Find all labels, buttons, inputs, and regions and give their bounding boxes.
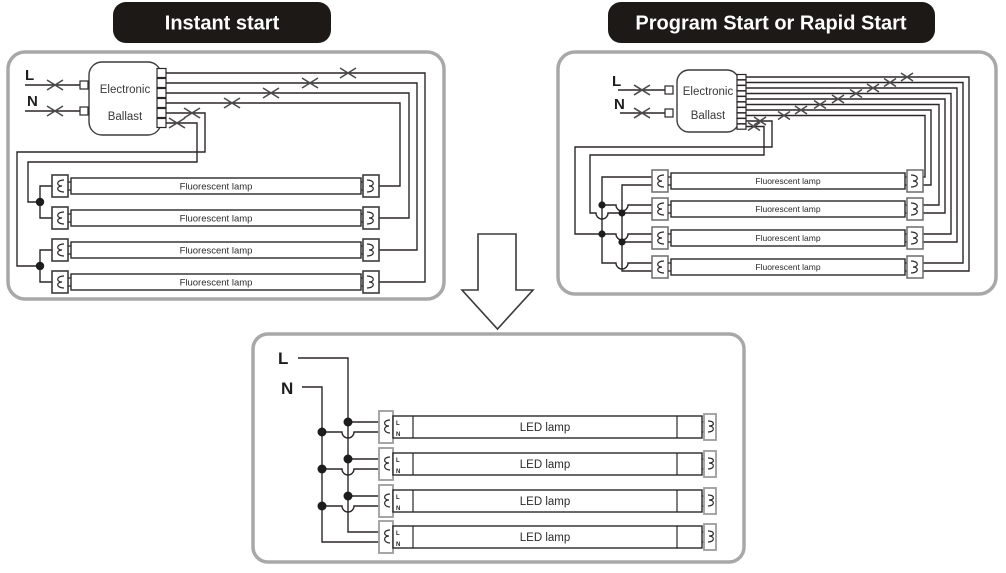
- open-circuit-x-marks: [633, 72, 914, 132]
- led-lamp-2: L N LED lamp: [378, 447, 717, 481]
- lamp-label: LED lamp: [520, 422, 571, 434]
- instant-title-pill: [113, 2, 331, 43]
- ballast-output-wires: [574, 76, 970, 272]
- junction-dots: [317, 417, 353, 511]
- down-arrow: [460, 233, 535, 331]
- program-title-pill: [608, 2, 935, 43]
- junction-dots: [598, 201, 626, 246]
- fluorescent-lamp-2: Fluorescent lamp: [51, 206, 380, 230]
- fluorescent-lamp-5: Fluorescent lamp: [651, 169, 924, 193]
- ballast-label-line2: Ballast: [691, 110, 726, 122]
- pin-n-label: N: [396, 542, 400, 548]
- fluorescent-lamp-8: Fluorescent lamp: [651, 255, 924, 279]
- lamp-label: LED lamp: [520, 459, 571, 471]
- pin-n-label: N: [396, 469, 400, 475]
- ballast-terminals: [664, 73, 747, 130]
- led-lamp-3: L N LED lamp: [378, 484, 717, 518]
- electronic-ballast: Electronic Ballast: [79, 61, 167, 136]
- open-circuit-x-marks: [46, 67, 357, 129]
- lamp-label: Fluorescent lamp: [180, 246, 253, 257]
- lamp-label: Fluorescent lamp: [755, 262, 820, 272]
- electronic-ballast: Electronic Ballast: [664, 69, 747, 133]
- fluorescent-lamp-1: Fluorescent lamp: [51, 174, 380, 198]
- fluorescent-lamp-4: Fluorescent lamp: [51, 270, 380, 294]
- lamp-label: Fluorescent lamp: [755, 204, 820, 214]
- line-bus-wires: [298, 357, 379, 533]
- junction-dots: [35, 197, 45, 271]
- lamp-label: Fluorescent lamp: [180, 182, 253, 193]
- ballast-body: [88, 61, 162, 136]
- program-start-panel: Program Start or Rapid Start L N Electro…: [556, 2, 998, 296]
- ballast-label-line1: Electronic: [683, 86, 734, 98]
- lamp-label: Fluorescent lamp: [180, 214, 253, 225]
- pin-l-label: L: [396, 421, 400, 427]
- instant-title: Instant start: [165, 13, 280, 35]
- lamp-label: Fluorescent lamp: [180, 278, 253, 289]
- pin-n-label: N: [396, 432, 400, 438]
- neutral-label: N: [281, 379, 293, 398]
- fluorescent-lamp-6: Fluorescent lamp: [651, 197, 924, 221]
- ballast-body: [676, 69, 740, 133]
- pin-l-label: L: [396, 531, 400, 537]
- neutral-label: N: [27, 93, 38, 110]
- lamp-label: LED lamp: [520, 532, 571, 544]
- instant-start-panel: Instant start L N Electronic Ballast: [6, 2, 446, 301]
- ballast-output-wires: [16, 72, 426, 283]
- ballast-label-line2: Ballast: [108, 111, 143, 123]
- lamp-label: Fluorescent lamp: [755, 176, 820, 186]
- pin-n-label: N: [396, 506, 400, 512]
- led-panel: L N L N LED lamp: [251, 332, 746, 564]
- pin-l-label: L: [396, 458, 400, 464]
- mains-input-wires: [25, 84, 80, 112]
- line-label: L: [25, 67, 34, 84]
- ballast-label-line1: Electronic: [100, 84, 151, 96]
- fluorescent-lamp-3: Fluorescent lamp: [51, 238, 380, 262]
- lamp-label: Fluorescent lamp: [755, 233, 820, 243]
- program-title: Program Start or Rapid Start: [635, 13, 907, 35]
- lamp-label: LED lamp: [520, 496, 571, 508]
- led-lamp-1: L N LED lamp: [378, 410, 717, 444]
- pin-l-label: L: [396, 495, 400, 501]
- line-label: L: [278, 349, 288, 368]
- line-label: L: [612, 73, 621, 90]
- neutral-label: N: [614, 96, 625, 113]
- led-lamp-4: L N LED lamp: [378, 520, 717, 554]
- fluorescent-lamp-7: Fluorescent lamp: [651, 226, 924, 250]
